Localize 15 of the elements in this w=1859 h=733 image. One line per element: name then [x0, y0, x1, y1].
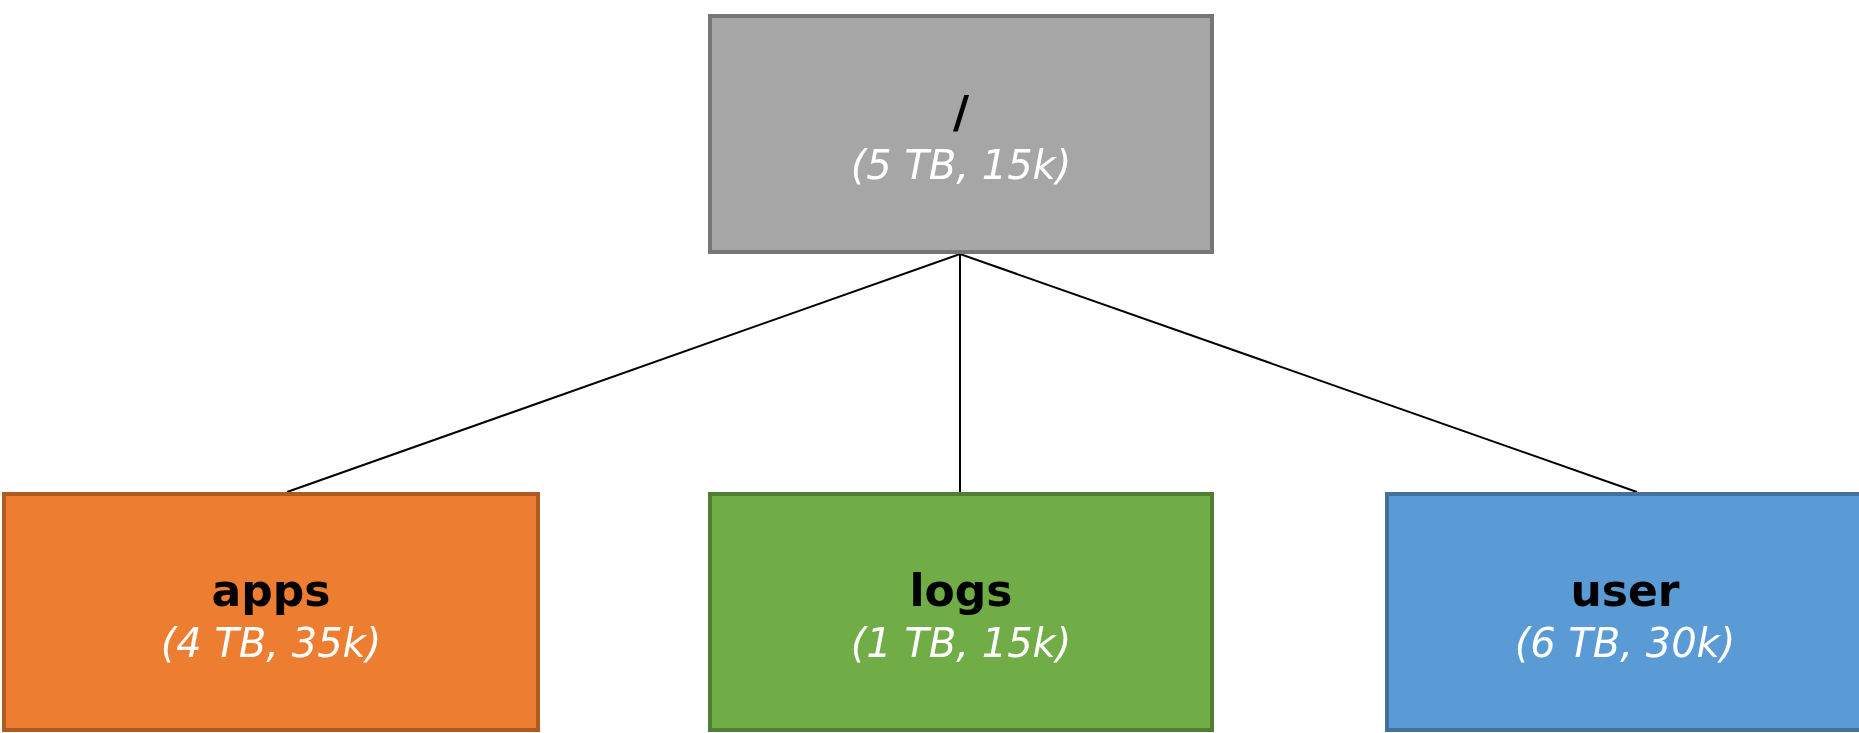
directory-box [1385, 492, 1859, 732]
directory-name: user [1570, 563, 1680, 618]
connector-line [959, 253, 1638, 493]
directory-name: / [952, 85, 970, 140]
connector-line [959, 253, 961, 493]
size-count-text: (1 TB, 15k) [850, 618, 1072, 668]
size-count-text: (4 TB, 35k) [160, 618, 382, 668]
directory-box [708, 14, 1214, 254]
connector-line [286, 253, 961, 493]
directory-name: logs [909, 563, 1013, 618]
directory-box [2, 492, 540, 732]
size-count-text: (6 TB, 30k) [1514, 618, 1736, 668]
directory-box [708, 492, 1214, 732]
size-count-text: (5 TB, 15k) [850, 140, 1072, 190]
directory-name: apps [211, 563, 331, 618]
